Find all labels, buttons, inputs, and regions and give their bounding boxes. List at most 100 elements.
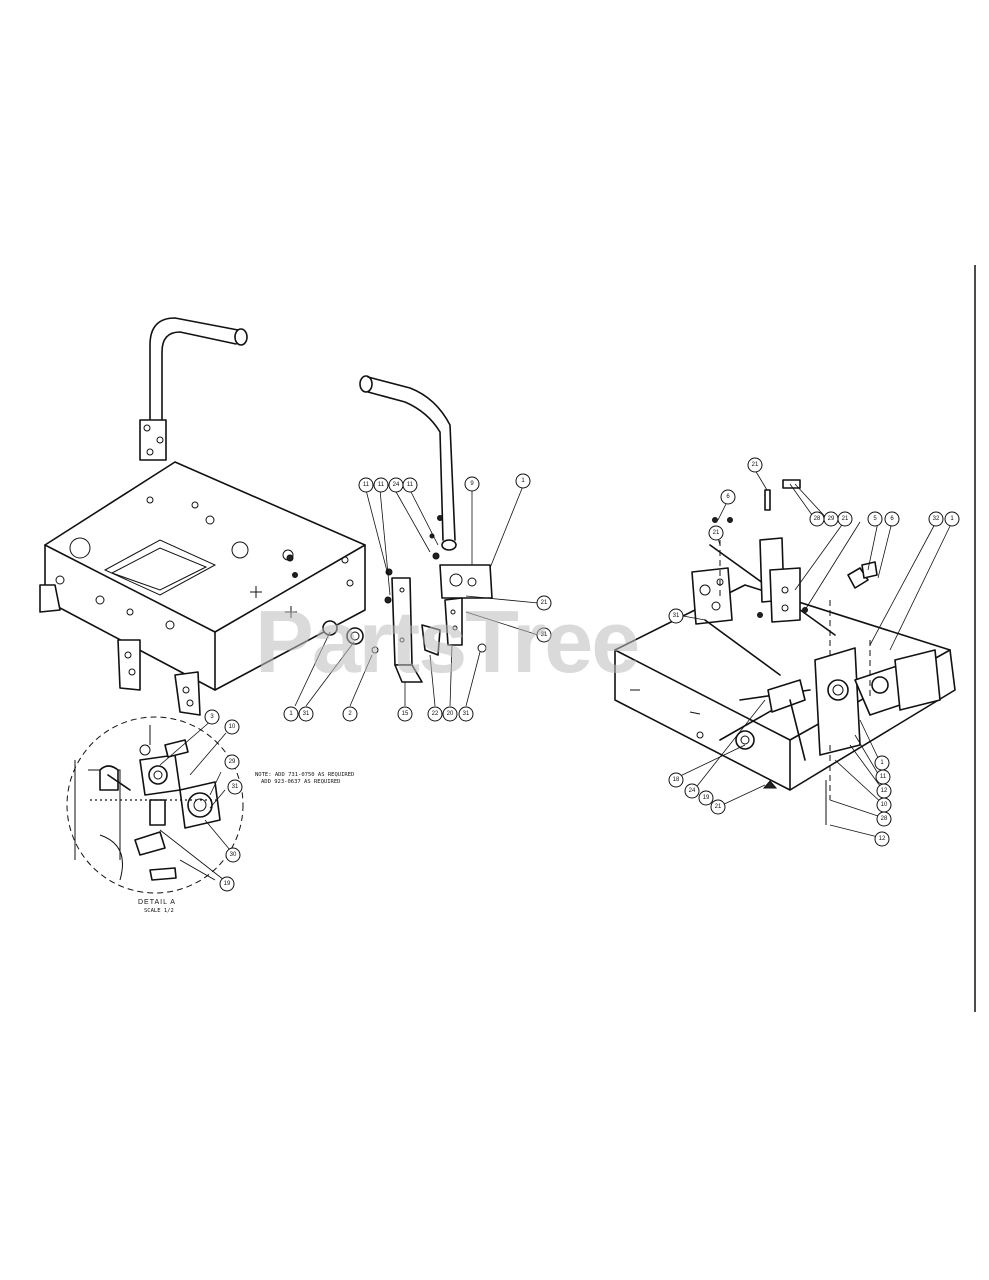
callout: 20 — [442, 706, 458, 722]
callout: 31 — [458, 706, 474, 722]
svg-text:29: 29 — [229, 759, 236, 765]
svg-text:1: 1 — [289, 711, 293, 717]
callout: 6 — [884, 511, 900, 527]
callout: 1 — [515, 473, 531, 489]
svg-text:9: 9 — [470, 481, 474, 487]
callout: 15 — [397, 706, 413, 722]
callout: 24 — [684, 783, 700, 799]
svg-text:21: 21 — [752, 462, 759, 468]
svg-text:29: 29 — [828, 516, 835, 522]
callout: 18 — [668, 772, 684, 788]
svg-text:32: 32 — [933, 516, 940, 522]
right-frame-assembly — [614, 479, 956, 825]
callout: 5 — [867, 511, 883, 527]
callout: 21 — [710, 799, 726, 815]
callout: 21 — [708, 525, 724, 541]
detail-note-line-2: ADD 923-0637 AS REQUIRED — [261, 779, 340, 785]
detail-a-view — [66, 716, 244, 894]
svg-text:19: 19 — [224, 881, 231, 887]
svg-text:22: 22 — [432, 711, 439, 717]
svg-text:28: 28 — [881, 816, 888, 822]
svg-text:31: 31 — [673, 613, 680, 619]
callout: 10 — [876, 797, 892, 813]
callout: 12 — [876, 783, 892, 799]
svg-text:20: 20 — [447, 711, 454, 717]
callout: 29 — [823, 511, 839, 527]
svg-text:21: 21 — [715, 804, 722, 810]
callout: 3 — [204, 709, 220, 725]
svg-text:1: 1 — [950, 516, 954, 522]
callout: 1 — [944, 511, 960, 527]
svg-text:31: 31 — [463, 711, 470, 717]
callout: 1 — [874, 755, 890, 771]
callouts-detail: 3 10 29 31 30 19 — [204, 709, 243, 892]
callout: 10 — [224, 719, 240, 735]
callout: 28 — [876, 811, 892, 827]
svg-text:11: 11 — [363, 482, 370, 488]
svg-text:12: 12 — [881, 788, 888, 794]
callout: 29 — [224, 754, 240, 770]
callouts-right-upper: 21 31 — [536, 595, 552, 643]
callout: 31 — [227, 779, 243, 795]
callout: 12 — [874, 831, 890, 847]
svg-text:15: 15 — [402, 711, 409, 717]
svg-text:11: 11 — [407, 482, 414, 488]
svg-text:18: 18 — [673, 777, 680, 783]
center-handle-assembly — [359, 375, 493, 683]
svg-text:1: 1 — [521, 478, 525, 484]
svg-text:3: 3 — [210, 714, 214, 720]
callout: 31 — [536, 627, 552, 643]
callout: 22 — [427, 706, 443, 722]
svg-text:5: 5 — [873, 516, 877, 522]
svg-text:10: 10 — [229, 724, 236, 730]
watermark: PartsTree — [255, 592, 638, 691]
callouts-right: 21 6 28 29 21 5 6 32 1 31 21 — [668, 457, 960, 624]
svg-text:10: 10 — [881, 802, 888, 808]
svg-text:11: 11 — [880, 774, 887, 780]
svg-text:21: 21 — [713, 530, 720, 536]
svg-text:21: 21 — [842, 516, 849, 522]
callout: 1 — [283, 706, 299, 722]
svg-text:19: 19 — [703, 795, 710, 801]
callout: 30 — [225, 847, 241, 863]
callout: 11 — [358, 477, 374, 493]
callout: 2 — [342, 706, 358, 722]
callout: 31 — [668, 608, 684, 624]
leader-lines — [159, 469, 953, 881]
left-frame-assembly — [39, 317, 366, 716]
callout: 11 — [402, 477, 418, 493]
svg-text:28: 28 — [814, 516, 821, 522]
svg-text:21: 21 — [541, 600, 548, 606]
callout: 19 — [698, 790, 714, 806]
callouts-bottom: 1 31 2 15 22 20 31 — [283, 706, 474, 722]
svg-text:1: 1 — [880, 760, 884, 766]
detail-note-line-1: NOTE: ADD 731-0750 AS REQUIRED — [255, 772, 354, 778]
svg-text:12: 12 — [879, 836, 886, 842]
callout: 21 — [536, 595, 552, 611]
callout: 21 — [747, 457, 763, 473]
callout: 31 — [298, 706, 314, 722]
svg-text:24: 24 — [689, 788, 696, 794]
callout: 6 — [720, 489, 736, 505]
svg-text:30: 30 — [230, 852, 237, 858]
svg-text:6: 6 — [726, 494, 730, 500]
svg-text:24: 24 — [393, 482, 400, 488]
callout: 28 — [809, 511, 825, 527]
svg-text:31: 31 — [303, 711, 310, 717]
callouts-upper: 11 11 24 11 9 1 — [358, 473, 531, 493]
svg-text:31: 31 — [541, 632, 548, 638]
detail-a-label: DETAIL A — [138, 899, 176, 906]
svg-text:6: 6 — [890, 516, 894, 522]
callout: 9 — [464, 476, 480, 492]
callout: 21 — [837, 511, 853, 527]
callout: 11 — [373, 477, 389, 493]
callouts-right-lower: 18 24 19 21 1 11 12 10 28 12 — [668, 755, 892, 847]
svg-text:2: 2 — [348, 711, 352, 717]
detail-a-scale: SCALE 1/2 — [144, 908, 174, 914]
callout: 24 — [388, 477, 404, 493]
callout: 32 — [928, 511, 944, 527]
svg-text:11: 11 — [378, 482, 385, 488]
svg-text:31: 31 — [232, 784, 239, 790]
callout: 19 — [219, 876, 235, 892]
